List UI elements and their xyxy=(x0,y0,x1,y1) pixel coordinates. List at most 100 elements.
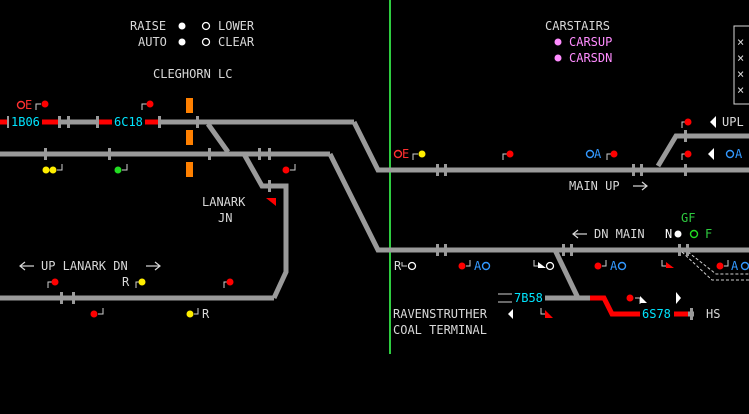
signal-red-aspect[interactable] xyxy=(626,294,634,302)
signal-post xyxy=(98,308,104,315)
track-dn-main-curve[interactable] xyxy=(327,152,749,253)
shunt-signal-triangle[interactable] xyxy=(538,262,546,268)
signal-e-ring[interactable] xyxy=(393,149,403,159)
signal-red-aspect[interactable] xyxy=(684,118,692,126)
track-ravenstruther-siding[interactable] xyxy=(552,248,581,300)
signal-red-aspect[interactable] xyxy=(51,278,59,286)
raise-button[interactable] xyxy=(178,22,186,30)
edge-marker[interactable]: × xyxy=(737,51,744,65)
joint xyxy=(58,116,61,128)
joint xyxy=(444,164,447,176)
signal-post xyxy=(502,153,507,160)
signal-yellow-aspect[interactable] xyxy=(186,310,194,318)
signal-red-aspect[interactable] xyxy=(282,166,290,174)
ground-frame-n-indicator[interactable] xyxy=(674,230,682,238)
raise-label: RAISE xyxy=(130,19,166,33)
track-up-main-west-curve[interactable] xyxy=(351,120,640,173)
signal-post xyxy=(290,164,296,171)
edge-marker[interactable]: × xyxy=(737,35,744,49)
carsup-button[interactable] xyxy=(554,38,562,46)
signal-red-aspect[interactable] xyxy=(594,262,602,270)
joint xyxy=(562,244,565,256)
edge-marker[interactable]: × xyxy=(737,67,744,81)
clear-button[interactable] xyxy=(201,37,211,47)
signal-auto-ring[interactable] xyxy=(725,149,735,159)
headcode-6c18[interactable]: 6C18 xyxy=(114,115,143,129)
signal-shunt-ring[interactable] xyxy=(545,261,555,271)
signal-yellow-aspect[interactable] xyxy=(49,166,57,174)
signal-red-triangle[interactable] xyxy=(545,310,553,318)
level-crossing[interactable] xyxy=(186,98,193,177)
carstairs-panel: CARSTAIRS CARSUP CARSDN xyxy=(545,19,612,65)
ground-frame-label: GF xyxy=(681,211,695,225)
terminal-name-line2: COAL TERMINAL xyxy=(393,323,487,337)
up-lanark-dn-label: UP LANARK DN xyxy=(41,259,128,273)
signal-post xyxy=(661,260,666,267)
headcode-7b58[interactable]: 7B58 xyxy=(514,291,543,305)
signal-red-aspect[interactable] xyxy=(146,100,154,108)
auto-button[interactable] xyxy=(178,38,186,46)
joint xyxy=(96,116,99,128)
signal-red-aspect[interactable] xyxy=(716,262,724,270)
signal-red-aspect[interactable] xyxy=(90,310,98,318)
track-lanark-branch[interactable] xyxy=(241,152,289,300)
signal-green-aspect[interactable] xyxy=(114,166,122,174)
carstairs-title: CARSTAIRS xyxy=(545,19,610,33)
signal-yellow-aspect[interactable] xyxy=(42,166,50,174)
terminal-name-line1: RAVENSTRUTHER xyxy=(393,307,488,321)
upl-label-group: UPL xyxy=(710,115,744,129)
joint xyxy=(7,116,10,128)
signal-r-label: R xyxy=(394,259,402,273)
track-upl-branch[interactable] xyxy=(655,133,749,168)
headcode-1b06[interactable]: 1B06 xyxy=(11,115,40,129)
signal-yellow-aspect[interactable] xyxy=(418,150,426,158)
signal-red-triangle[interactable] xyxy=(666,262,674,268)
joint xyxy=(684,164,687,176)
ground-frame-f-indicator[interactable] xyxy=(689,229,699,239)
signal-post xyxy=(141,103,147,110)
edge-marker[interactable]: × xyxy=(737,83,744,97)
signal-red-aspect[interactable] xyxy=(41,100,49,108)
signal-auto-ring[interactable] xyxy=(585,149,595,159)
auto-label: AUTO xyxy=(138,35,167,49)
signal-e-ring[interactable] xyxy=(16,100,26,110)
signal-red-aspect[interactable] xyxy=(226,278,234,286)
crossing-barrier xyxy=(186,130,193,145)
signal-auto-ring[interactable] xyxy=(617,261,627,271)
arrow-right-icon-head xyxy=(154,261,161,271)
joint xyxy=(158,116,161,128)
arrow-left-solid-icon xyxy=(708,148,714,160)
joint xyxy=(684,130,687,142)
ground-frame-n-label: N xyxy=(665,227,672,241)
junction-name-line1: LANARK xyxy=(202,195,246,209)
track-crossover[interactable] xyxy=(205,122,231,154)
joint xyxy=(690,308,693,320)
joint xyxy=(268,148,271,160)
dn-main-label: DN MAIN xyxy=(594,227,645,241)
track-joints xyxy=(7,116,693,320)
headcode-6s78[interactable]: 6S78 xyxy=(642,307,671,321)
shunt-signal-triangle[interactable] xyxy=(640,296,647,303)
signal-red-triangle[interactable] xyxy=(266,198,276,206)
dn-main-label-group: DN MAIN xyxy=(572,227,645,241)
signals: E R R E A xyxy=(16,98,749,321)
joint xyxy=(436,244,439,256)
signal-red-aspect[interactable] xyxy=(458,262,466,270)
signal-post xyxy=(540,308,545,315)
signal-red-aspect[interactable] xyxy=(610,150,618,158)
signal-yellow-aspect[interactable] xyxy=(138,278,146,286)
joint xyxy=(268,180,271,192)
signal-a-label: A xyxy=(474,259,482,273)
signal-auto-ring[interactable] xyxy=(740,261,749,271)
ground-frame-f-label: F xyxy=(705,227,712,241)
signal-post xyxy=(412,153,418,160)
signal-post xyxy=(35,103,41,110)
signal-auto-ring[interactable] xyxy=(481,261,491,271)
signal-red-aspect[interactable] xyxy=(506,150,514,158)
junction-name-line2: JN xyxy=(218,211,232,225)
signal-red-aspect[interactable] xyxy=(684,150,692,158)
signal-a-label: A xyxy=(610,259,618,273)
carsdn-button[interactable] xyxy=(554,54,562,62)
signal-shunt-ring[interactable] xyxy=(407,261,417,271)
lower-button[interactable] xyxy=(201,21,211,31)
